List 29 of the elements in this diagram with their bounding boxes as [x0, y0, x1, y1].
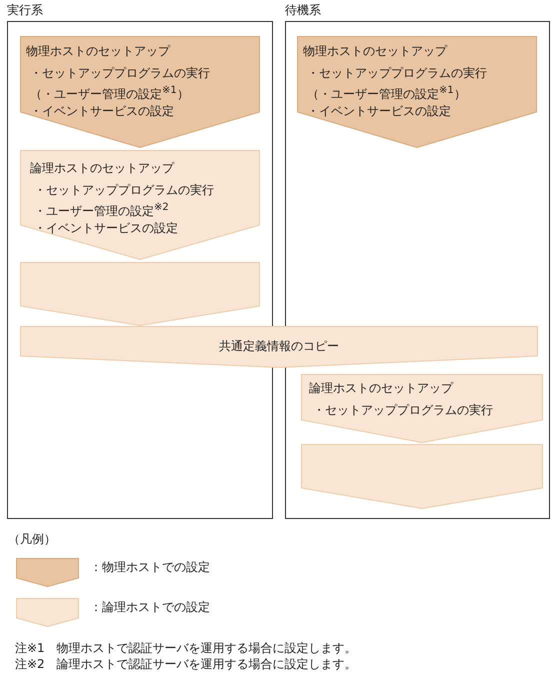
step-item: ・イベントサービスの設定	[30, 103, 174, 120]
empty-step-box	[20, 262, 260, 326]
step-item: （・ユーザー管理の設定$^{※1}$）	[30, 84, 189, 103]
legend-text: ：論理ホストでの設定	[90, 599, 210, 616]
legend-text: ：物理ホストでの設定	[90, 559, 210, 576]
step-item: ・イベントサービスの設定	[307, 103, 451, 120]
legend-heading: （凡例）	[8, 531, 56, 548]
empty-step-box	[301, 444, 543, 509]
step-item: ・イベントサービスの設定	[34, 220, 178, 237]
step-heading: 物理ホストのセットアップ	[26, 43, 170, 60]
step-item: （・ユーザー管理の設定$^{※1}$）	[307, 84, 466, 103]
step-box	[20, 150, 260, 260]
step-heading: 論理ホストのセットアップ	[30, 160, 174, 177]
step-box	[20, 36, 260, 148]
step-item: ・セットアッププログラムの実行	[30, 65, 210, 82]
step-item: ・セットアッププログラムの実行	[313, 402, 493, 419]
footnote: 注※1 物理ホストで認証サーバを運用する場合に設定します。	[15, 640, 357, 657]
step-box	[297, 36, 537, 148]
step-heading: 物理ホストのセットアップ	[303, 43, 447, 60]
step-item: ・ユーザー管理の設定$^{※2}$	[34, 201, 169, 220]
step-text: 共通定義情報のコピー	[218, 338, 340, 355]
footnote: 注※2 論理ホストで認証サーバを運用する場合に設定します。	[15, 656, 357, 673]
step-heading: 論理ホストのセットアップ	[309, 380, 453, 397]
step-item: ・セットアッププログラムの実行	[307, 65, 487, 82]
step-item: ・セットアッププログラムの実行	[34, 182, 214, 199]
step-box	[20, 326, 538, 368]
step-box	[301, 374, 543, 443]
panel-heading: 実行系	[7, 2, 43, 19]
panel-heading: 待機系	[285, 2, 321, 19]
